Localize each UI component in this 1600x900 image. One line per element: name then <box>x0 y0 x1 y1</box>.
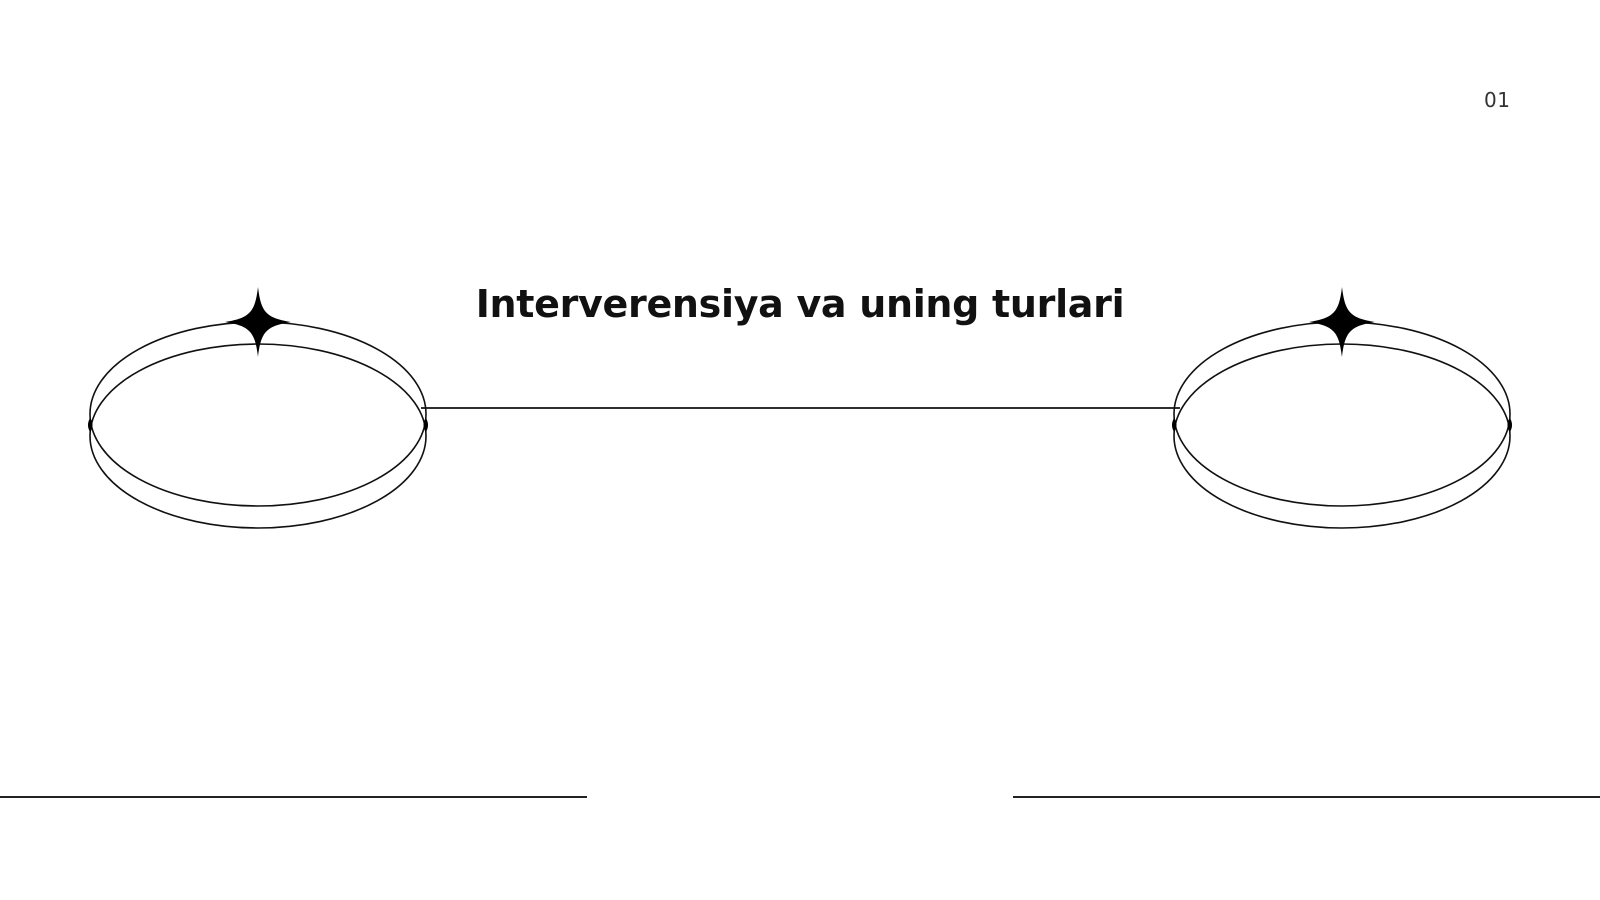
sparkle-star-icon <box>1309 287 1375 357</box>
sparkle-star-icon <box>225 287 291 357</box>
slide-title: Interverensiya va uning turlari <box>475 282 1125 326</box>
page-number: 01 <box>1484 88 1511 112</box>
